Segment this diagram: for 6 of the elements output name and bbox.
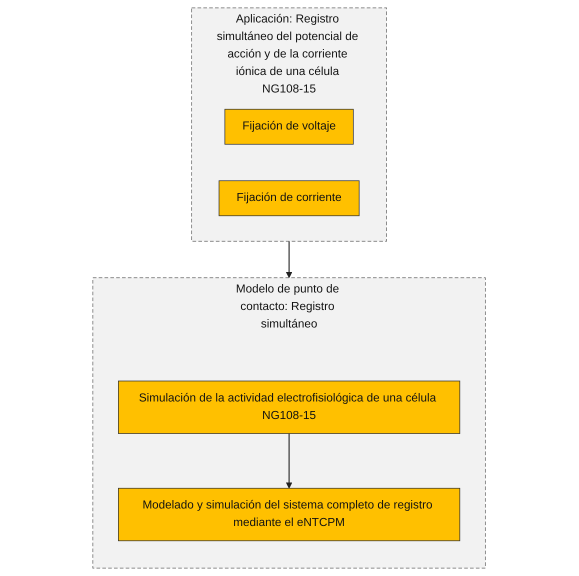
- arrow: [286, 434, 293, 489]
- node-box: Fijación de corriente: [219, 180, 360, 216]
- arrow: [286, 241, 293, 278]
- node-box: Simulación de la actividad electrofisiológica de una célula NG108-15: [118, 380, 461, 434]
- node-box: Fijación de voltaje: [224, 108, 354, 145]
- node-box: Modelado y simulación del sistema completo de registro mediante el eNTCPM: [118, 488, 461, 542]
